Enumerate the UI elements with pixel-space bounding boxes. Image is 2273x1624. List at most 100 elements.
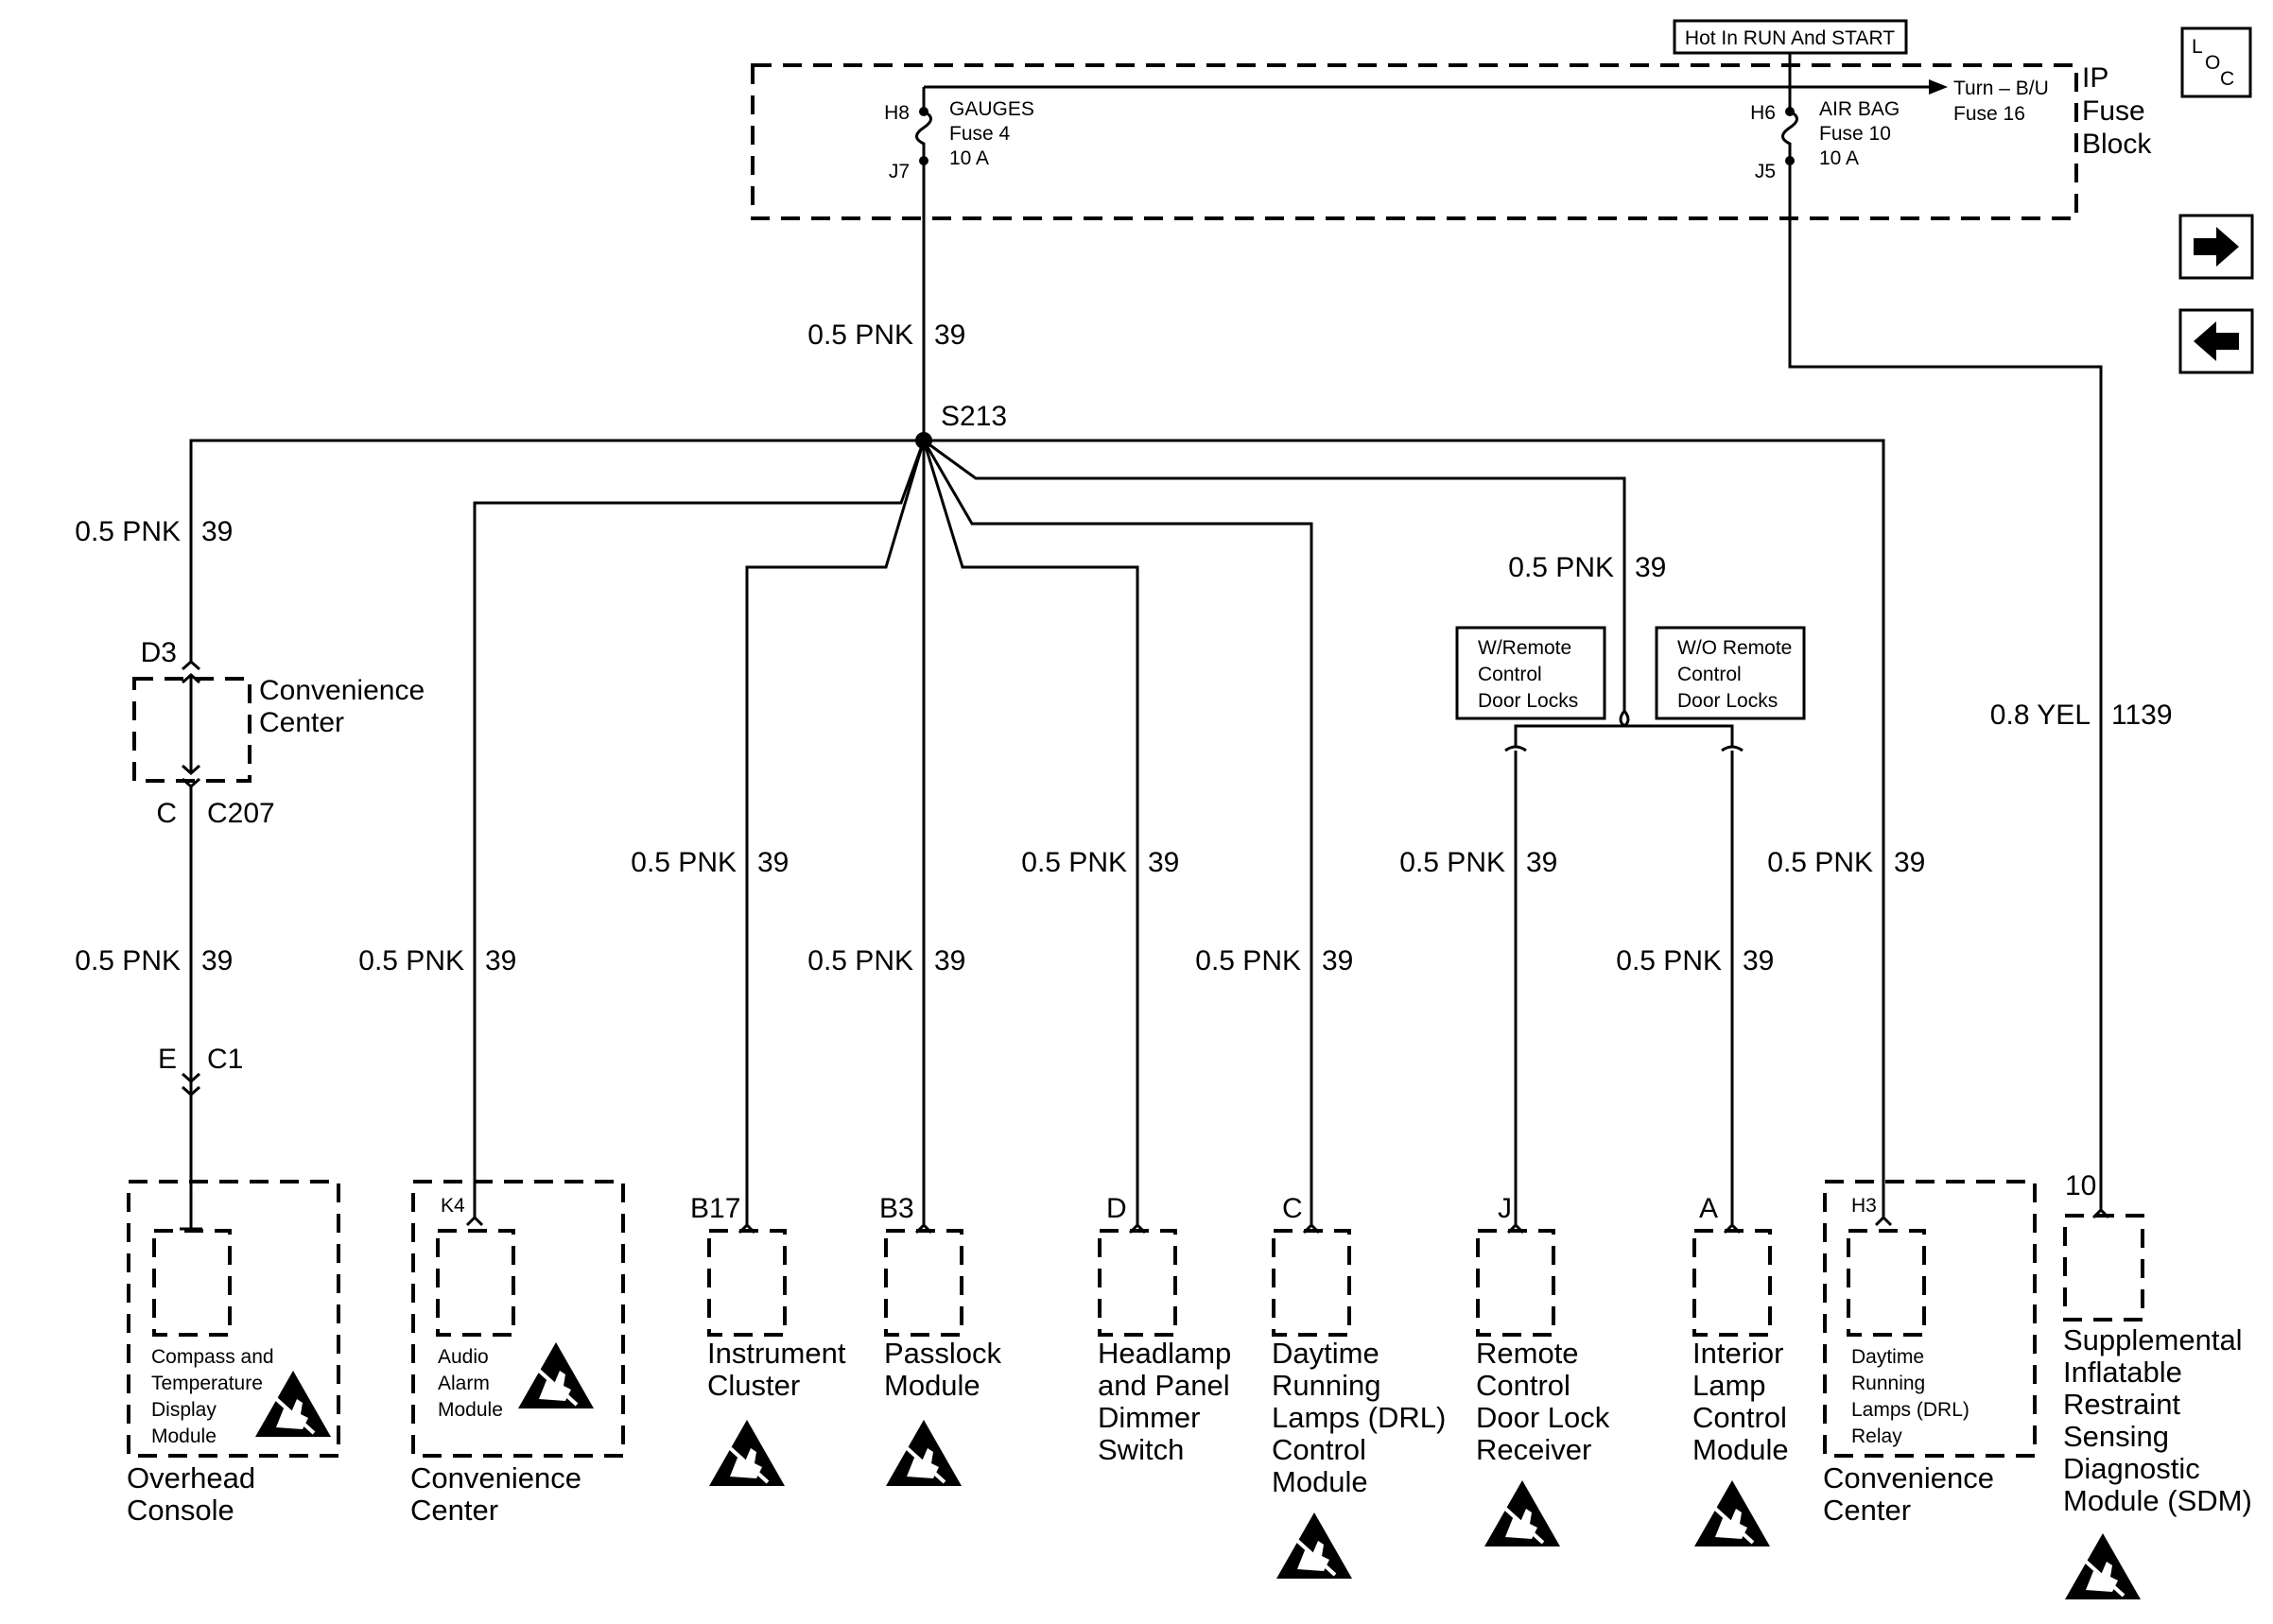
svg-text:H6: H6 bbox=[1750, 102, 1776, 124]
connector-c1: E C1 bbox=[158, 1044, 243, 1231]
svg-text:Center: Center bbox=[259, 707, 344, 738]
power-source-label: Hot In RUN And START bbox=[1673, 19, 1908, 55]
option-without-remote-door-locks: W/O Remote Control Door Locks bbox=[1655, 626, 1806, 720]
component-drl-control-module: C Daytime Running Lamps (DRL) Control Mo… bbox=[1272, 1193, 1446, 1579]
svg-text:39: 39 bbox=[1635, 552, 1666, 583]
svg-text:Center: Center bbox=[1823, 1494, 1911, 1527]
svg-text:Hot In RUN And START: Hot In RUN And START bbox=[1685, 27, 1895, 49]
svg-text:0.5 PNK: 0.5 PNK bbox=[1399, 847, 1505, 878]
svg-text:J7: J7 bbox=[889, 161, 910, 182]
component-drl-relay: H3 Daytime Running Lamps (DRL) Relay Con… bbox=[1823, 1180, 2037, 1527]
svg-text:Module: Module bbox=[438, 1399, 503, 1421]
svg-text:0.5 PNK: 0.5 PNK bbox=[807, 945, 913, 976]
svg-text:Module: Module bbox=[1692, 1433, 1789, 1466]
svg-text:0.8 YEL: 0.8 YEL bbox=[1990, 700, 2091, 731]
svg-text:Sensing: Sensing bbox=[2063, 1420, 2169, 1453]
svg-text:Instrument: Instrument bbox=[707, 1337, 846, 1370]
airbag-fuse: H6 J5 AIR BAG Fuse 10 10 A bbox=[1750, 87, 1900, 182]
svg-text:Convenience: Convenience bbox=[259, 675, 425, 706]
convenience-center-c207: D3 Convenience Center C C207 bbox=[132, 637, 425, 1049]
svg-text:C207: C207 bbox=[207, 798, 275, 829]
svg-text:H8: H8 bbox=[884, 102, 910, 124]
svg-text:C1: C1 bbox=[207, 1044, 243, 1075]
svg-text:39: 39 bbox=[201, 516, 233, 547]
svg-text:Daytime: Daytime bbox=[1272, 1337, 1379, 1370]
svg-text:Daytime: Daytime bbox=[1851, 1346, 1924, 1368]
branch-wires bbox=[189, 163, 2103, 1225]
component-passlock-module: B3 Passlock Module bbox=[879, 1193, 1002, 1486]
svg-text:Turn – B/U: Turn – B/U bbox=[1953, 78, 2049, 99]
svg-text:L: L bbox=[2192, 36, 2203, 58]
svg-text:Relay: Relay bbox=[1851, 1425, 1902, 1447]
svg-text:Receiver: Receiver bbox=[1476, 1433, 1591, 1466]
component-interior-lamp-control-module: A Interior Lamp Control Module bbox=[1692, 1193, 1789, 1546]
svg-text:B17: B17 bbox=[690, 1193, 740, 1224]
svg-text:W/Remote: W/Remote bbox=[1478, 637, 1571, 659]
svg-text:Door Locks: Door Locks bbox=[1478, 690, 1578, 712]
svg-text:Module: Module bbox=[1272, 1465, 1368, 1498]
esd-warning-icon bbox=[1694, 1480, 1770, 1546]
svg-text:Restraint: Restraint bbox=[2063, 1388, 2180, 1421]
svg-text:Fuse 10: Fuse 10 bbox=[1819, 123, 1891, 145]
svg-text:0.5 PNK: 0.5 PNK bbox=[1616, 945, 1722, 976]
svg-text:Lamp: Lamp bbox=[1692, 1369, 1766, 1402]
next-page-button[interactable] bbox=[2178, 214, 2254, 280]
svg-text:Control: Control bbox=[1272, 1433, 1366, 1466]
previous-page-button[interactable] bbox=[2178, 308, 2254, 374]
svg-text:Cluster: Cluster bbox=[707, 1369, 800, 1402]
wire-label: 0.5 PNK 39 bbox=[807, 320, 965, 351]
svg-text:39: 39 bbox=[757, 847, 789, 878]
component-headlamp-dimmer-switch: D Headlamp and Panel Dimmer Switch bbox=[1098, 1193, 1231, 1466]
svg-text:D3: D3 bbox=[141, 637, 177, 668]
svg-text:0.5 PNK: 0.5 PNK bbox=[1508, 552, 1614, 583]
svg-text:Control: Control bbox=[1478, 664, 1542, 685]
svg-text:39: 39 bbox=[1322, 945, 1353, 976]
svg-text:Headlamp: Headlamp bbox=[1098, 1337, 1231, 1370]
svg-text:H3: H3 bbox=[1851, 1195, 1877, 1217]
svg-text:39: 39 bbox=[1743, 945, 1774, 976]
svg-text:Temperature: Temperature bbox=[151, 1373, 263, 1394]
svg-text:1139: 1139 bbox=[2111, 700, 2173, 731]
esd-warning-icon bbox=[1484, 1480, 1560, 1546]
esd-warning-icon bbox=[518, 1342, 594, 1408]
svg-text:Inflatable: Inflatable bbox=[2063, 1356, 2182, 1389]
svg-text:39: 39 bbox=[485, 945, 516, 976]
svg-text:C: C bbox=[156, 798, 177, 829]
component-instrument-cluster: B17 Instrument Cluster bbox=[690, 1193, 846, 1486]
svg-text:C: C bbox=[2220, 68, 2234, 90]
svg-text:Display: Display bbox=[151, 1399, 217, 1421]
arrow-right-icon bbox=[2194, 227, 2239, 267]
svg-text:Audio: Audio bbox=[438, 1346, 489, 1368]
svg-text:Supplemental: Supplemental bbox=[2063, 1323, 2243, 1356]
esd-warning-icon bbox=[886, 1420, 962, 1486]
esd-warning-icon bbox=[1276, 1512, 1352, 1579]
ip-fuse-block: IP Fuse Block Turn – B/U Fuse 16 H8 J7 G… bbox=[751, 53, 2152, 220]
svg-text:0.5 PNK: 0.5 PNK bbox=[807, 320, 913, 351]
svg-text:Diagnostic: Diagnostic bbox=[2063, 1452, 2200, 1485]
svg-text:0.5 PNK: 0.5 PNK bbox=[358, 945, 464, 976]
svg-text:0.5 PNK: 0.5 PNK bbox=[1021, 847, 1127, 878]
svg-text:AIR BAG: AIR BAG bbox=[1819, 98, 1900, 120]
svg-text:10 A: 10 A bbox=[949, 147, 989, 169]
svg-text:0.5 PNK: 0.5 PNK bbox=[75, 516, 181, 547]
svg-text:Console: Console bbox=[127, 1494, 234, 1527]
component-overhead-console: Compass and Temperature Display Module O… bbox=[127, 1180, 340, 1527]
svg-text:Convenience: Convenience bbox=[410, 1461, 581, 1494]
svg-text:and Panel: and Panel bbox=[1098, 1369, 1230, 1402]
svg-text:Control: Control bbox=[1692, 1401, 1787, 1434]
svg-text:39: 39 bbox=[934, 320, 965, 351]
svg-text:Center: Center bbox=[410, 1494, 498, 1527]
svg-text:Fuse: Fuse bbox=[2082, 95, 2145, 127]
svg-text:Module: Module bbox=[884, 1369, 980, 1402]
svg-text:0.5 PNK: 0.5 PNK bbox=[1195, 945, 1301, 976]
svg-text:D: D bbox=[1106, 1193, 1127, 1224]
svg-text:39: 39 bbox=[934, 945, 965, 976]
svg-text:Compass and: Compass and bbox=[151, 1346, 274, 1368]
svg-text:GAUGES: GAUGES bbox=[949, 98, 1034, 120]
splice-label: S213 bbox=[941, 401, 1007, 432]
component-remote-door-lock-receiver: J Remote Control Door Lock Receiver bbox=[1476, 1193, 1610, 1546]
option-with-remote-door-locks: W/Remote Control Door Locks bbox=[1455, 626, 1606, 720]
svg-text:Passlock: Passlock bbox=[884, 1337, 1002, 1370]
component-sdm: 10 Supplemental Inflatable Restraint Sen… bbox=[2063, 1170, 2252, 1599]
